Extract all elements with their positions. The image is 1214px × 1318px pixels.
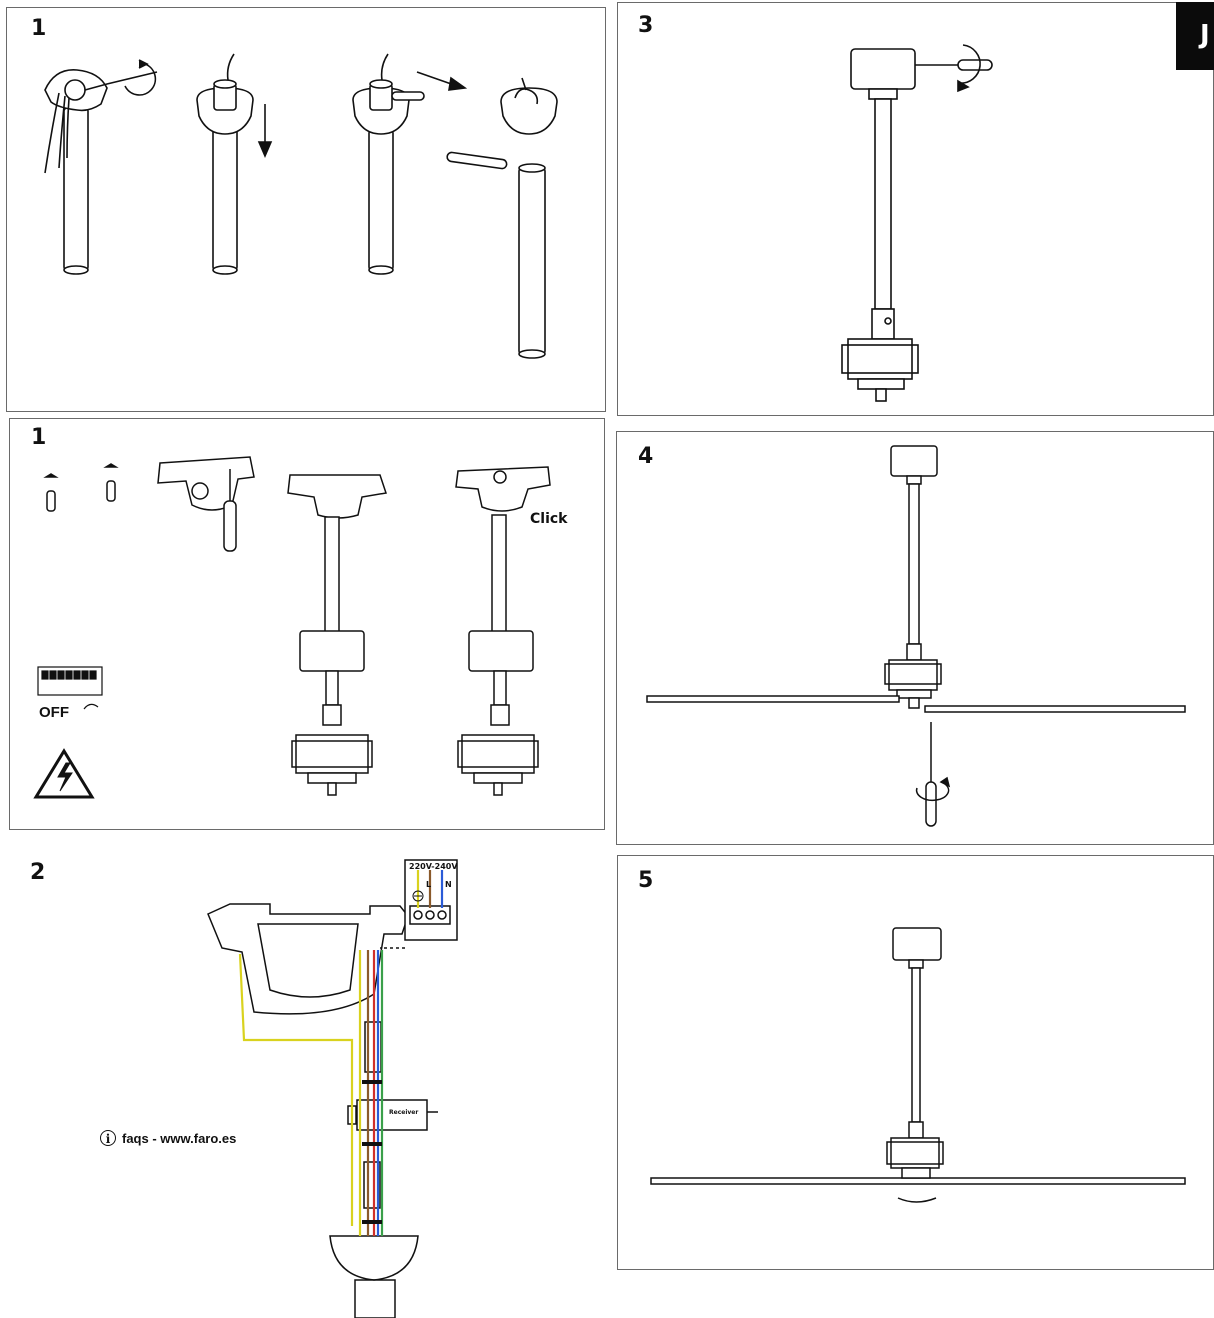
step-number: 1 [31, 425, 47, 450]
step-number: 3 [638, 13, 654, 38]
step-1-bottom-panel: 1 [9, 418, 605, 830]
step-number: 1 [31, 16, 47, 41]
step-1-top-panel: 1 [6, 7, 606, 412]
step-3-panel: 3 [617, 2, 1214, 416]
step-number: 2 [30, 860, 46, 885]
breaker-off-icon [37, 666, 103, 710]
step-number: 5 [638, 868, 654, 893]
faq-text[interactable]: faqs - www.faro.es [122, 1130, 237, 1146]
step-4-panel: 4 [616, 431, 1214, 845]
receiver-label: Receiver [389, 1109, 419, 1116]
step-4-illustration [646, 445, 1186, 827]
high-voltage-warning-icon [33, 748, 95, 799]
ground-symbol-icon [412, 890, 424, 902]
step-3-illustration [841, 44, 993, 402]
click-label: Click [530, 511, 568, 527]
section-tab: J [1176, 2, 1214, 70]
terminal-l-label: L [426, 880, 432, 889]
step-5-panel: 5 [617, 855, 1214, 1270]
faq-link[interactable]: i faqs - www.faro.es [100, 1130, 236, 1146]
step-number: 4 [638, 444, 654, 469]
step-1-bottom-illustration [33, 456, 551, 799]
wiring-diagram [207, 859, 458, 1318]
section-letter: J [1200, 20, 1210, 50]
step-1-top-illustration [44, 53, 558, 359]
step-2-panel: 2 [8, 850, 608, 1318]
terminal-n-label: N [445, 880, 452, 889]
step-5-illustration [650, 927, 1186, 1203]
info-icon: i [100, 1130, 116, 1146]
voltage-label: 220V-240V [409, 862, 458, 871]
off-label: OFF [39, 704, 69, 721]
